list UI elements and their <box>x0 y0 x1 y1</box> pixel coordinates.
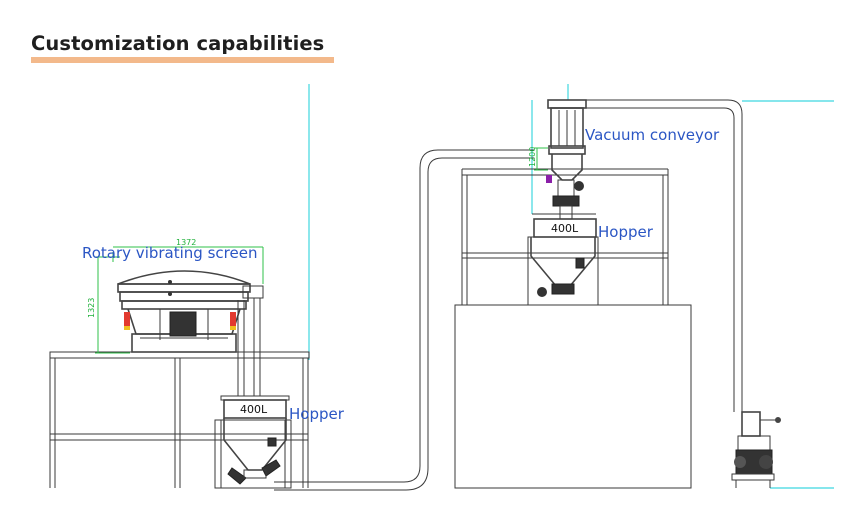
title-underline <box>31 57 334 63</box>
dimension-conveyor: 1200 <box>528 147 537 167</box>
page-title: Customization capabilities <box>31 32 325 55</box>
right-hopper-label: Hopper <box>598 223 654 241</box>
left-hopper-capacity: 400L <box>240 403 268 416</box>
vacuum-pump <box>731 411 781 488</box>
dimension-screen-height: 1323 <box>87 298 96 318</box>
right-support-frame <box>461 168 669 305</box>
vacuum-line <box>586 99 743 412</box>
rotary-screen-label: Rotary vibrating screen <box>82 244 257 262</box>
rotary-vibrating-screen <box>95 246 264 354</box>
guide-lines <box>308 84 834 489</box>
left-hopper <box>214 395 292 489</box>
vacuum-conveyor <box>532 99 596 220</box>
screen-discharge-chute <box>237 298 261 396</box>
right-hopper-capacity: 400L <box>551 222 579 235</box>
conveying-pipe <box>274 149 534 491</box>
left-support-table <box>49 351 310 488</box>
right-hopper <box>527 218 599 306</box>
vacuum-conveyor-label: Vacuum conveyor <box>585 126 720 144</box>
base-platform <box>454 304 692 489</box>
left-hopper-label: Hopper <box>289 405 345 423</box>
dimension-screen-top: 1372 <box>176 238 196 247</box>
